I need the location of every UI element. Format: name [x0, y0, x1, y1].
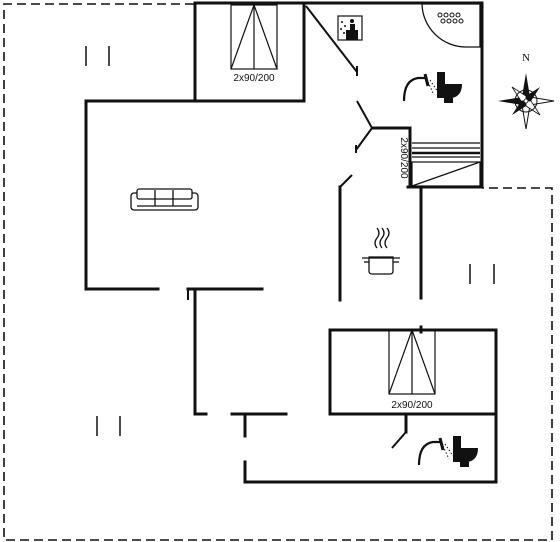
- walls: [84, 1, 498, 484]
- door-icon: [339, 174, 353, 188]
- bed-size-label-stair: 2x90/200: [398, 137, 409, 179]
- spa-bath-icon: [421, 3, 481, 48]
- window-icon: [469, 264, 495, 284]
- cooking-pot-icon: [362, 227, 400, 275]
- compass-north-label: N: [522, 52, 530, 64]
- door-swings: [187, 5, 407, 449]
- stairs-icon: [411, 142, 481, 187]
- bed-icon: [388, 329, 436, 395]
- toilet-icon: [437, 72, 462, 103]
- window-icon: [85, 46, 110, 66]
- bed-icon: [230, 4, 278, 70]
- bed-size-label-top: 2x90/200: [233, 73, 275, 84]
- property-boundary: [3, 3, 553, 541]
- shower-icon: [417, 437, 454, 466]
- sofa-icon: [130, 188, 199, 211]
- bed-size-label-lower: 2x90/200: [391, 400, 433, 411]
- window-icon: [96, 416, 121, 436]
- shower-icon: [402, 73, 439, 102]
- door-icon: [305, 5, 358, 73]
- door-icon: [355, 127, 373, 151]
- door-icon: [356, 100, 373, 129]
- sauna-icon: [337, 15, 363, 41]
- windows: [85, 46, 495, 436]
- compass-rose-icon: [498, 73, 555, 130]
- toilet-icon: [453, 436, 478, 467]
